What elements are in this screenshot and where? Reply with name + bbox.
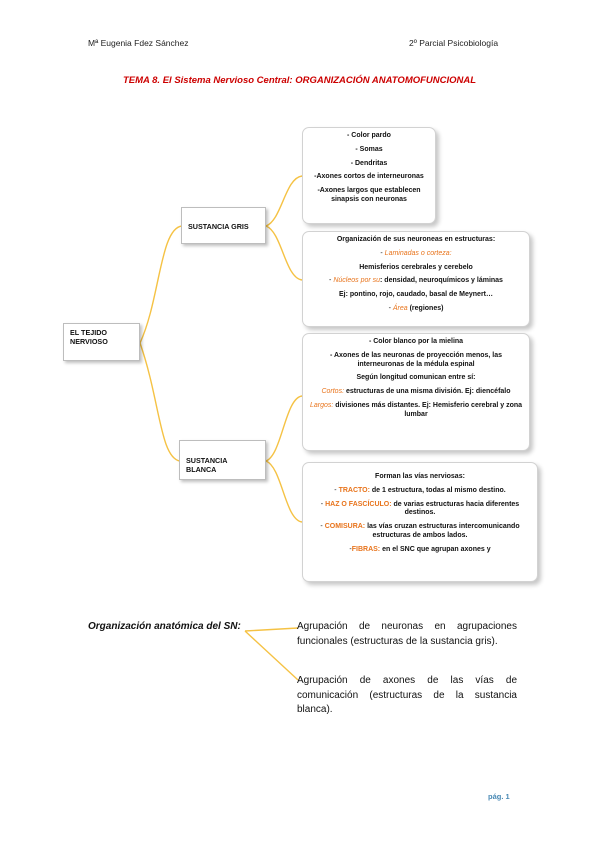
header-author: Mª Eugenia Fdez Sánchez xyxy=(88,38,189,48)
gris-item: -Axones cortos de interneuronas xyxy=(314,173,424,181)
blanca-largos: Largos: divisiones más distantes. Ej: He… xyxy=(309,401,523,418)
gris-org-intro: Organización de sus neuroneas en estruct… xyxy=(336,236,496,243)
box-gris-organizacion: Organización de sus neuroneas en estruct… xyxy=(302,231,530,327)
blanca-vias-haz: - HAZ O FASCÍCULO: de varias estructuras… xyxy=(320,500,520,517)
document-title: TEMA 8. El Sistema Nervioso Central: ORG… xyxy=(122,75,477,86)
node-sustancia-gris-label: SUSTANCIA GRIS xyxy=(188,222,249,231)
blanca-vias-intro: Forman las vías nerviosas: xyxy=(375,473,465,480)
box-gris-componentes: - Color pardo - Somas - Dendritas -Axone… xyxy=(302,127,436,224)
box-blanca-vias: Forman las vías nerviosas: - TRACTO: de … xyxy=(302,462,538,582)
organizacion-item-2: Agrupación de axones de las vías de comu… xyxy=(297,675,517,715)
gris-org-nucleos: - Núcleos por su: densidad, neuroquímico… xyxy=(329,277,503,285)
connector-sn-item2 xyxy=(244,630,299,681)
blanca-axones: - Axones de las neuronas de proyección m… xyxy=(329,351,503,368)
page-number: pág. 1 xyxy=(488,792,510,801)
node-tejido-nervioso-label: EL TEJIDO NERVIOSO xyxy=(70,328,108,346)
gris-item: - Color pardo xyxy=(347,132,391,139)
gris-item: - Dendritas xyxy=(350,159,388,167)
node-sustancia-blanca: SUSTANCIA BLANCA xyxy=(179,440,266,480)
blanca-segun: Según longitud comunican entre sí: xyxy=(356,374,476,382)
gris-item: -Axones largos que establecen sinapsis c… xyxy=(317,187,421,203)
connector-gris-box1 xyxy=(265,175,303,227)
connector-gris-box2 xyxy=(265,225,303,281)
header-course: 2º Parcial Psicobiología xyxy=(409,38,499,48)
connector-root-blanca xyxy=(139,342,181,462)
blanca-vias-comisura: - COMISURA: las vías cruzan estructuras … xyxy=(320,523,520,539)
organizacion-item-1: Agrupación de neuronas en agrupaciones f… xyxy=(297,621,517,647)
blanca-cortos: Cortos: estructuras de una misma divisió… xyxy=(321,388,511,395)
node-sustancia-blanca-label: SUSTANCIA BLANCA xyxy=(186,456,228,474)
gris-org-ejemplo: Ej: pontino, rojo, caudado, basal de Mey… xyxy=(338,291,494,298)
gris-org-area: - Área (regiones) xyxy=(388,304,444,312)
gris-org-hemisferios: Hemisferios cerebrales y cerebelo xyxy=(359,263,473,271)
connector-sn-item1 xyxy=(244,627,299,632)
blanca-color: - Color blanco por la mielina xyxy=(368,338,464,345)
blanca-vias-tracto: - TRACTO: de 1 estructura, todas al mism… xyxy=(334,486,506,494)
blanca-vias-fibras: -FIBRAS: en el SNC que agrupan axones y xyxy=(349,545,491,553)
gris-item: - Somas xyxy=(355,145,383,153)
connector-root-gris xyxy=(139,225,183,344)
node-sustancia-gris: SUSTANCIA GRIS xyxy=(181,207,266,244)
organizacion-label: Organización anatómica del SN: xyxy=(88,621,241,632)
box-blanca-caracteristicas: - Color blanco por la mielina - Axones d… xyxy=(302,333,530,451)
gris-org-laminadas: - Laminadas o corteza: xyxy=(380,249,452,257)
connector-blanca-box1 xyxy=(265,395,303,462)
connector-blanca-box2 xyxy=(265,460,303,523)
node-tejido-nervioso: EL TEJIDO NERVIOSO xyxy=(63,323,140,361)
